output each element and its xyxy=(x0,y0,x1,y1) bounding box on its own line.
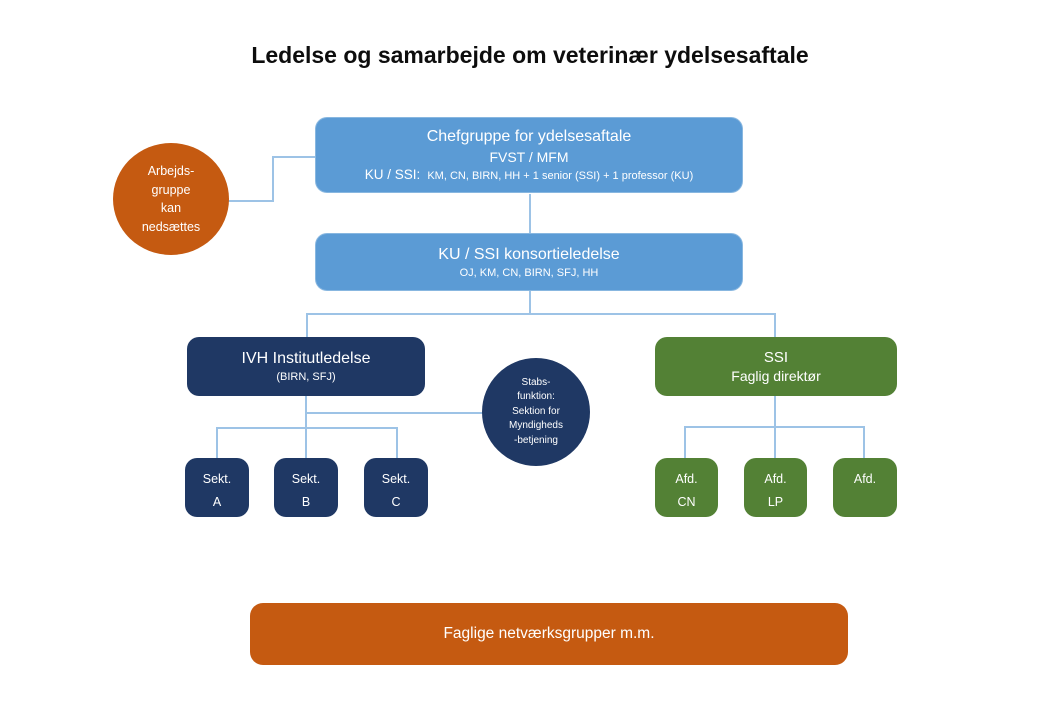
node-label: CN xyxy=(677,495,696,509)
connector-line xyxy=(305,412,483,414)
node-label: LP xyxy=(767,495,784,509)
node-title: Chefgruppe for ydelsesaftale xyxy=(426,128,632,145)
node-afd-cn: Afd. CN xyxy=(655,458,718,517)
connector-line xyxy=(228,200,274,202)
node-members-prefix: KU / SSI: xyxy=(364,167,421,182)
node-label: Arbejds- xyxy=(147,164,195,178)
node-subtitle: Faglig direktør xyxy=(731,367,821,384)
connector-line xyxy=(529,194,531,233)
node-label: Sektion for xyxy=(512,405,560,417)
node-label: -betjening xyxy=(514,434,558,446)
node-afd-3: Afd. xyxy=(833,458,897,517)
node-ivh-institutledelse: IVH Institutledelse (BIRN, SFJ) xyxy=(187,337,425,396)
connector-line xyxy=(529,291,531,315)
node-label: nedsættes xyxy=(141,219,201,234)
node-chefgruppe: Chefgruppe for ydelsesaftale FVST / MFM … xyxy=(315,117,743,193)
node-sekt-a: Sekt. A xyxy=(185,458,249,517)
node-title: IVH Institutledelse xyxy=(241,350,371,367)
node-label: Myndigheds xyxy=(509,420,563,432)
node-subtitle: FVST / MFM xyxy=(489,149,569,165)
connector-line xyxy=(216,427,218,459)
node-label: C xyxy=(391,495,401,509)
node-label: Faglige netværksgrupper m.m. xyxy=(443,625,655,642)
node-title: KU / SSI konsortieledelse xyxy=(438,245,620,263)
node-label: Sekt. xyxy=(202,472,232,486)
node-sekt-c: Sekt. C xyxy=(364,458,428,517)
page-title: Ledelse og samarbejde om veterinær ydels… xyxy=(251,42,809,68)
node-subtitle: (BIRN, SFJ) xyxy=(276,371,336,383)
connector-line xyxy=(216,427,398,429)
node-ssi: SSI Faglig direktør xyxy=(655,337,897,396)
node-sekt-b: Sekt. B xyxy=(274,458,338,517)
connector-line xyxy=(396,427,398,459)
node-members: OJ, KM, CN, BIRN, SFJ, HH xyxy=(459,266,599,279)
node-label: A xyxy=(212,495,222,509)
connector-line xyxy=(306,313,308,338)
node-arbejdsgruppe-circle: Arbejds- gruppe kan nedsættes xyxy=(113,143,229,255)
node-members: KU / SSI: KM, CN, BIRN, HH + 1 senior (S… xyxy=(365,167,694,184)
connector-line xyxy=(306,313,776,315)
connector-line xyxy=(684,426,865,428)
connector-line xyxy=(863,426,865,459)
connector-line xyxy=(684,426,686,459)
node-faglige-netvaerksgrupper: Faglige netværksgrupper m.m. xyxy=(250,603,848,665)
node-afd-lp: Afd. LP xyxy=(744,458,807,517)
node-label: Sekt. xyxy=(381,472,411,486)
node-label: Afd. xyxy=(853,472,877,486)
node-label: B xyxy=(301,495,311,509)
node-label: Sekt. xyxy=(291,472,321,486)
connector-line xyxy=(272,156,316,158)
node-label: kan xyxy=(160,201,182,215)
node-stabsfunktion-circle: Stabs- funktion: Sektion for Myndigheds … xyxy=(482,358,590,466)
connector-line xyxy=(272,156,274,202)
node-label: gruppe xyxy=(151,182,191,197)
node-konsortieledelse: KU / SSI konsortieledelse OJ, KM, CN, BI… xyxy=(315,233,743,291)
connector-line xyxy=(774,313,776,338)
node-members-list: KM, CN, BIRN, HH + 1 senior (SSI) + 1 pr… xyxy=(427,170,694,182)
node-label: Afd. xyxy=(764,472,787,486)
node-label: funktion: xyxy=(517,391,555,403)
node-label: Stabs- xyxy=(521,376,551,388)
node-title: SSI xyxy=(763,348,789,366)
node-label: Afd. xyxy=(675,472,698,486)
